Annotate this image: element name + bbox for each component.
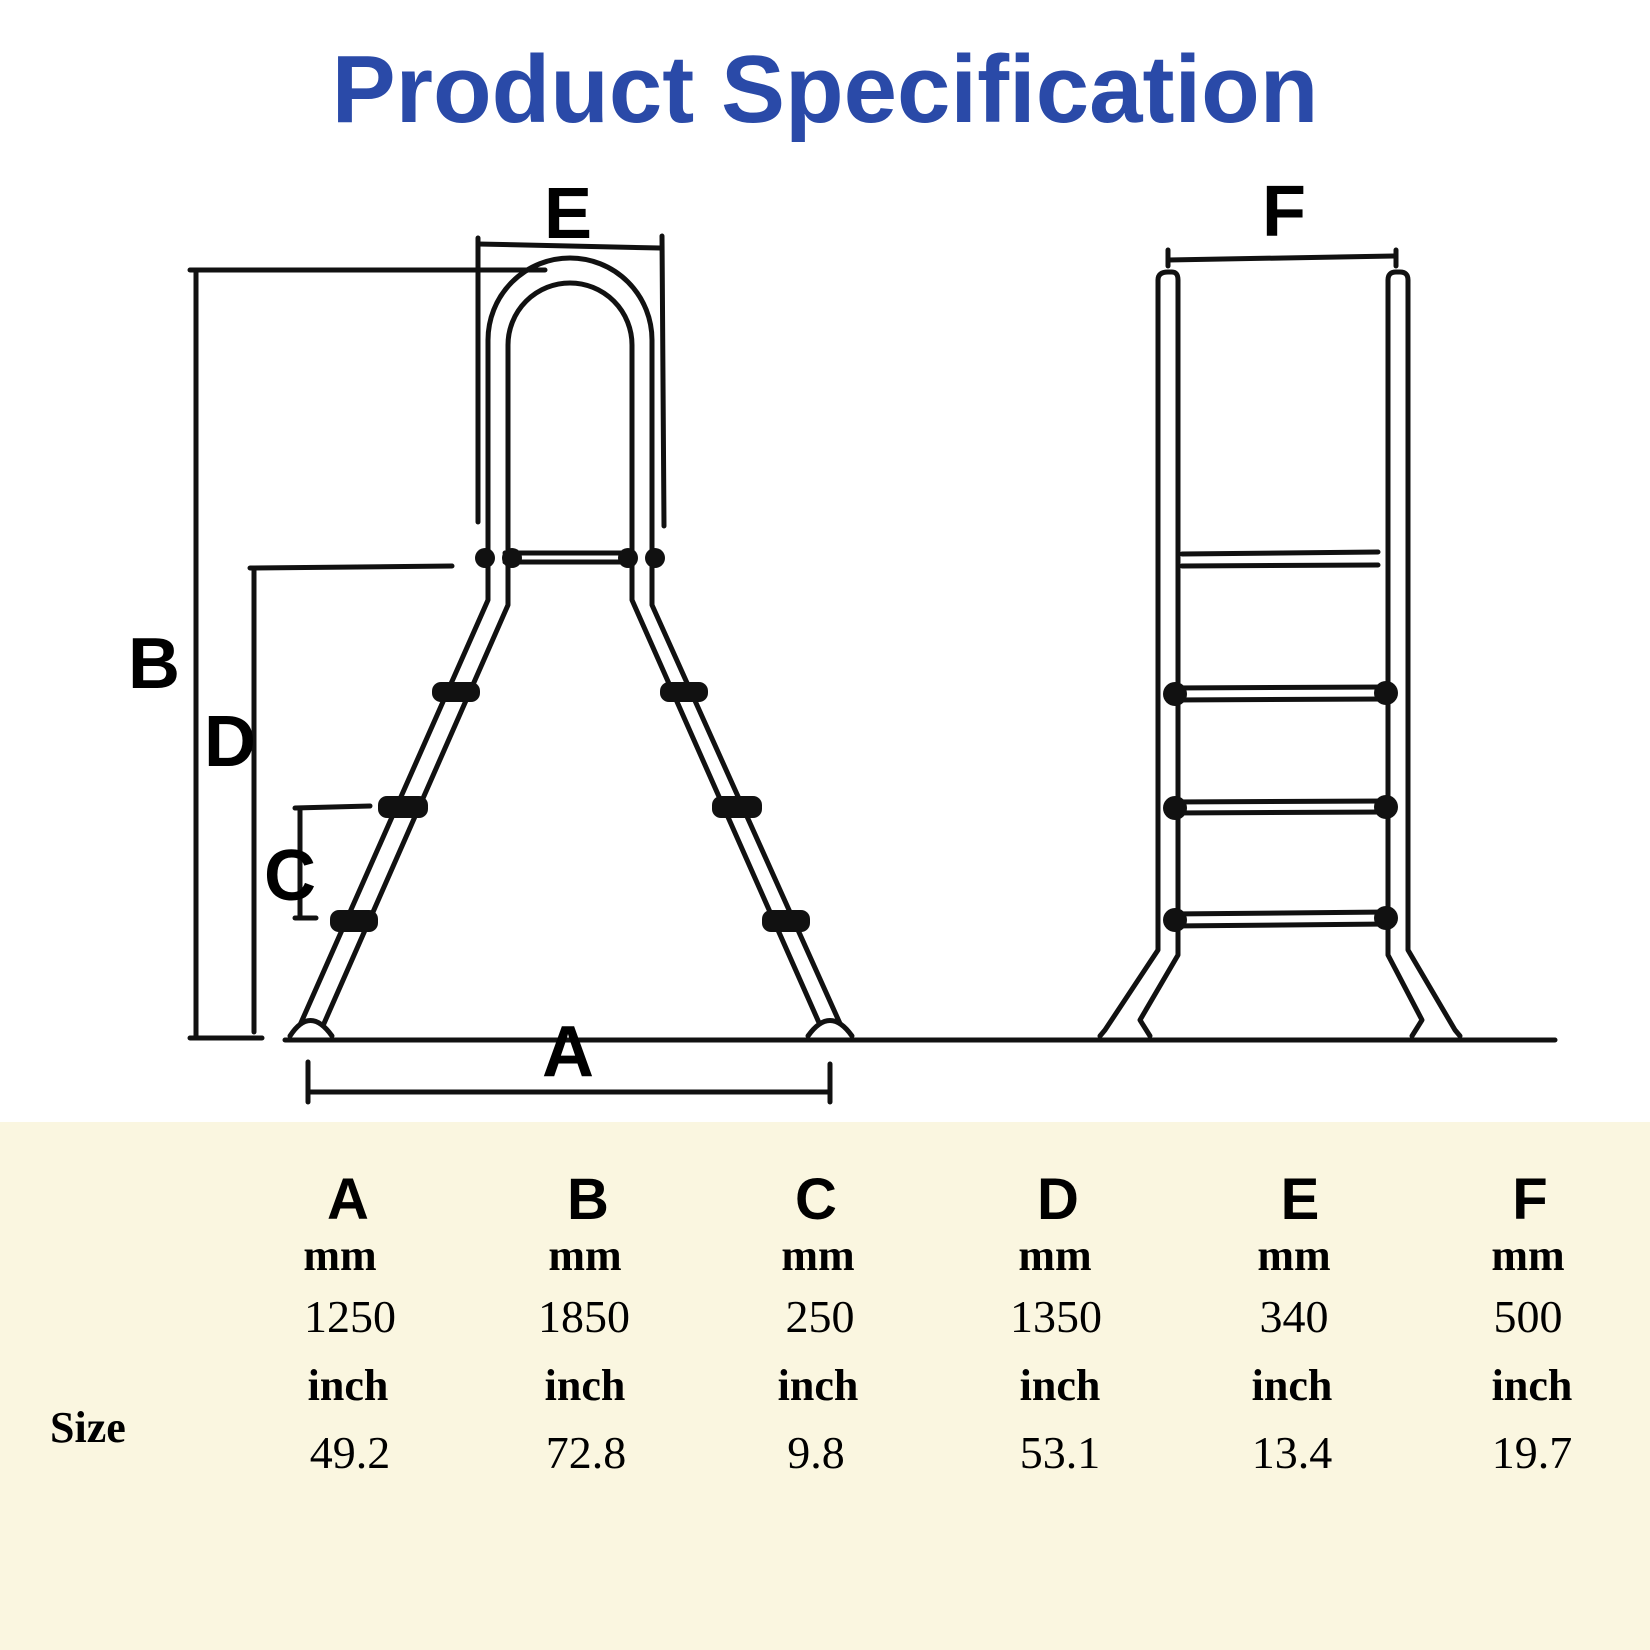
col-letter-f: F [1512, 1167, 1548, 1232]
value-mm-e: 340 [1259, 1291, 1329, 1342]
unit-mm-e: mm [1257, 1231, 1331, 1280]
col-letter-e: E [1280, 1167, 1320, 1232]
value-mm-a: 1250 [304, 1291, 396, 1342]
front-left-leg [297, 557, 491, 1028]
unit-mm-b: mm [548, 1231, 622, 1280]
dim-label-b: B [128, 624, 180, 704]
spec-table: Size A mm 1250 inch 49.2 B mm 1850 inch … [0, 1122, 1650, 1650]
size-row-label: Size [50, 1403, 126, 1452]
unit-inch-c: inch [777, 1361, 859, 1410]
value-inch-c: 9.8 [787, 1427, 845, 1478]
unit-inch-d: inch [1019, 1361, 1101, 1410]
value-mm-f: 500 [1493, 1291, 1563, 1342]
page-title: Product Specification [331, 36, 1319, 143]
dim-label-c: C [264, 836, 316, 916]
ladder-diagram: E F B D C A [128, 172, 1558, 1105]
value-inch-b: 72.8 [545, 1427, 627, 1478]
col-letter-b: B [567, 1167, 609, 1232]
unit-inch-f: inch [1491, 1361, 1573, 1410]
unit-inch-b: inch [544, 1361, 626, 1410]
value-inch-e: 13.4 [1251, 1427, 1333, 1478]
value-inch-d: 53.1 [1019, 1427, 1101, 1478]
dim-label-e: E [544, 174, 592, 254]
col-letter-c: C [795, 1167, 837, 1232]
front-right-leg [629, 557, 823, 1028]
col-letter-d: D [1037, 1167, 1079, 1232]
value-mm-d: 1350 [1010, 1291, 1102, 1342]
side-right-post [1385, 269, 1411, 938]
side-left-post [1155, 269, 1181, 938]
front-right-foot [805, 1018, 855, 1039]
side-right-foot [1405, 927, 1463, 1039]
unit-mm-c: mm [781, 1231, 855, 1280]
dim-label-a: A [542, 1012, 594, 1092]
front-left-foot [287, 1018, 335, 1039]
side-left-foot [1097, 927, 1161, 1039]
dim-e-line [475, 241, 663, 251]
dim-label-f: F [1262, 172, 1306, 252]
value-mm-b: 1850 [538, 1291, 630, 1342]
col-letter-a: A [327, 1167, 369, 1232]
value-mm-c: 250 [785, 1291, 855, 1342]
unit-mm-f: mm [1491, 1231, 1565, 1280]
dim-label-d: D [204, 702, 256, 782]
unit-inch-e: inch [1251, 1361, 1333, 1410]
unit-inch-a: inch [307, 1361, 389, 1410]
dim-f-line [1165, 253, 1397, 263]
value-inch-f: 19.7 [1491, 1427, 1573, 1478]
front-handrail-arch [485, 255, 655, 563]
unit-mm-d: mm [1018, 1231, 1092, 1280]
value-inch-a: 49.2 [309, 1427, 391, 1478]
unit-mm-a: mm [303, 1231, 377, 1280]
